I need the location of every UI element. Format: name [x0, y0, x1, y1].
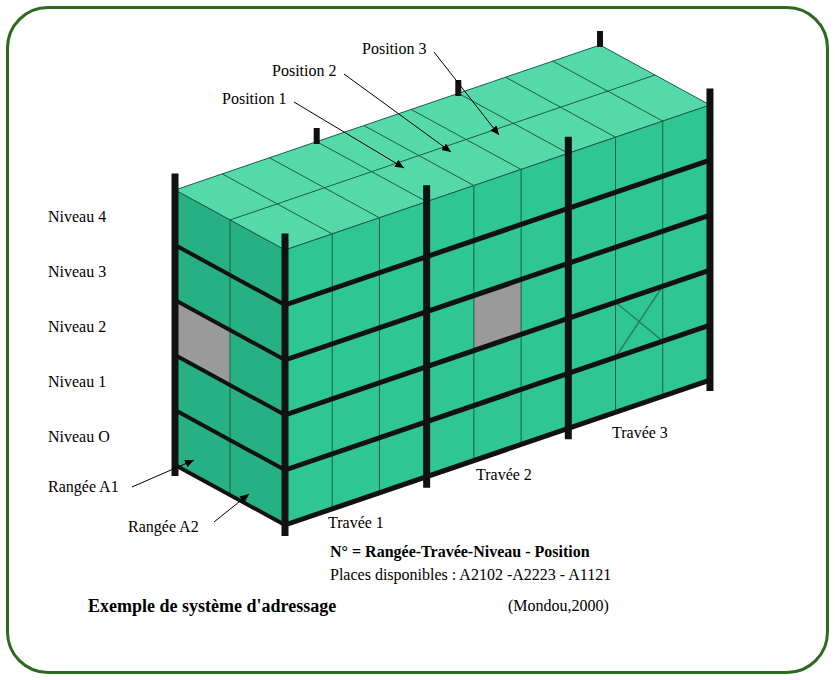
level-label: Niveau 4 — [48, 208, 106, 226]
upright — [285, 89, 710, 536]
box-grid — [285, 105, 710, 525]
upright — [172, 174, 179, 477]
address-formula: N° = Rangée-Travée-Niveau - Position — [330, 543, 590, 561]
level-label: Niveau 2 — [48, 318, 106, 336]
level-label: Niveau O — [48, 428, 110, 446]
level-label: Niveau 1 — [48, 373, 106, 391]
back-post — [317, 31, 600, 144]
caption: Exemple de système d'adressage — [88, 596, 336, 616]
position-label: Position 2 — [272, 62, 336, 80]
rack-end-face — [175, 174, 285, 537]
level-label: Niveau 3 — [48, 263, 106, 281]
boxes — [175, 190, 285, 525]
row-label: Rangée A2 — [128, 518, 199, 536]
leader-arrow — [132, 460, 194, 487]
position-label: Position 3 — [362, 40, 426, 58]
position-label: Position 1 — [222, 90, 286, 108]
box-grid — [175, 190, 285, 525]
bay-label: Travée 2 — [476, 466, 532, 484]
boxes — [285, 105, 710, 525]
leader-arrow — [344, 74, 451, 152]
bay-label: Travée 1 — [328, 514, 384, 532]
leader-arrow — [434, 52, 499, 135]
row-label: Rangée A1 — [48, 478, 119, 496]
bay-label: Travée 3 — [612, 424, 668, 442]
leader-arrow — [214, 494, 249, 522]
leader-arrow — [294, 102, 404, 168]
source-note: (Mondou,2000) — [508, 597, 609, 615]
shelf-beam — [285, 160, 710, 525]
shelf-beam — [175, 245, 285, 525]
rack-long-face — [285, 89, 710, 536]
available-places: Places disponibles : A2102 -A2223 - A112… — [330, 566, 611, 584]
